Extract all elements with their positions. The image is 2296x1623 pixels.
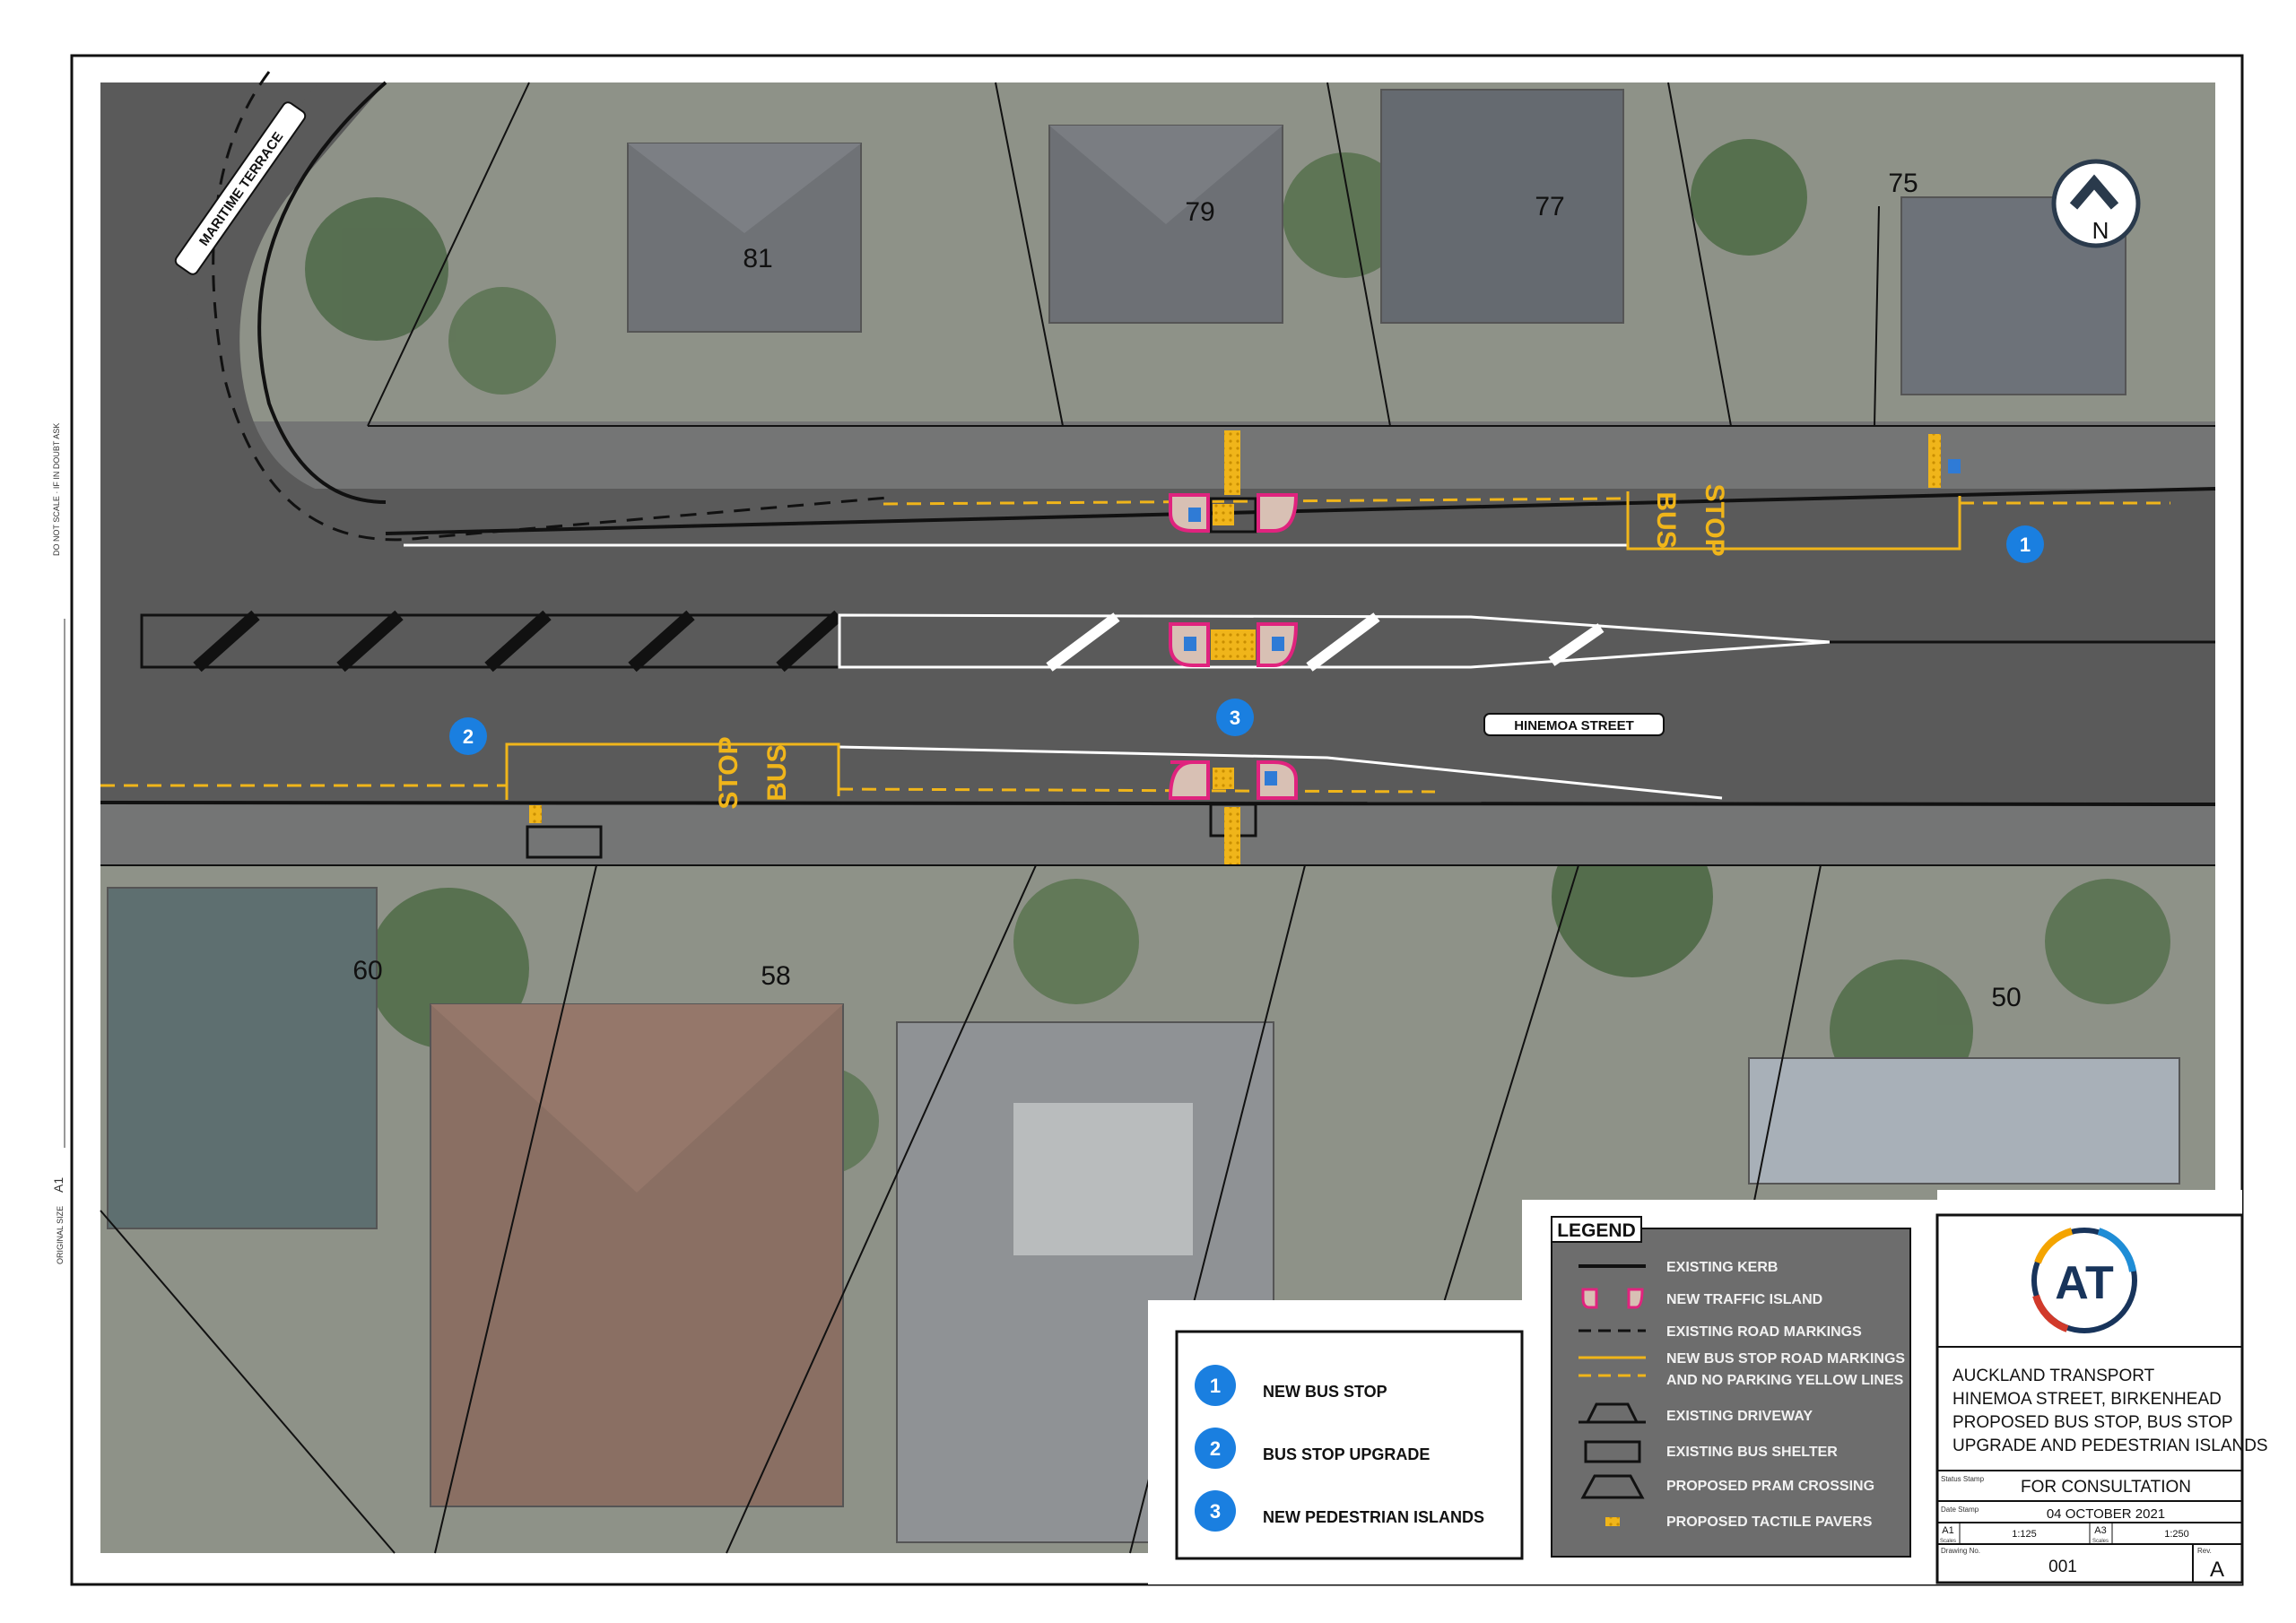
house-roofs — [107, 89, 2180, 1543]
svg-text:NEW BUS STOP ROAD MARKINGS: NEW BUS STOP ROAD MARKINGS — [1666, 1351, 1905, 1367]
svg-text:Date Stamp: Date Stamp — [1941, 1506, 1979, 1514]
key-item-2: 2 BUS STOP UPGRADE — [1195, 1428, 1430, 1469]
bus-stop-1-bus-text: BUS — [1651, 491, 1681, 548]
tactile-pavers-stop-1 — [1928, 434, 1941, 488]
south-edge-line — [838, 745, 1723, 800]
legend-pram-swatch — [1580, 1474, 1645, 1499]
svg-text:3: 3 — [1230, 707, 1240, 729]
lot-60-label: 60 — [352, 956, 382, 985]
svg-text:HINEMOA STREET: HINEMOA STREET — [1514, 718, 1634, 733]
north-arrow-icon: N — [2051, 159, 2141, 248]
svg-text:2: 2 — [1210, 1437, 1221, 1460]
legend-panel: LEGEND EXISTING KERB NEW TRAFFIC ISLAND … — [1551, 1216, 1911, 1558]
south-kerb — [100, 801, 2216, 806]
svg-text:N: N — [2092, 217, 2109, 244]
marker-3: 3 — [1216, 699, 1254, 736]
south-footpath — [100, 803, 2215, 865]
svg-text:PROPOSED TACTILE PAVERS: PROPOSED TACTILE PAVERS — [1666, 1515, 1873, 1530]
date-stamp: 04 OCTOBER 2021 — [2047, 1506, 2165, 1522]
bus-stop-1-markings — [883, 491, 2170, 551]
legend-driveway-swatch — [1578, 1402, 1646, 1424]
svg-text:1: 1 — [1210, 1375, 1221, 1397]
pedestrian-island-north — [1169, 430, 1299, 534]
north-footpath — [100, 421, 2215, 489]
marker-2: 2 — [449, 717, 487, 755]
lot-81-label: 81 — [743, 244, 772, 273]
lot-77-label: 77 — [1535, 192, 1564, 221]
svg-text:PROPOSED PRAM CROSSING: PROPOSED PRAM CROSSING — [1666, 1479, 1874, 1494]
svg-text:1: 1 — [2020, 534, 2031, 556]
marker-1: 1 — [2006, 525, 2044, 563]
svg-text:AT: AT — [2055, 1257, 2114, 1309]
svg-text:Status Stamp: Status Stamp — [1941, 1475, 1985, 1483]
title-line-4: UPGRADE AND PEDESTRIAN ISLANDS — [1952, 1436, 2268, 1455]
bus-stop-2-markings — [100, 742, 1436, 800]
key-item-1: 1 NEW BUS STOP — [1195, 1365, 1387, 1406]
svg-text:EXISTING ROAD MARKINGS: EXISTING ROAD MARKINGS — [1666, 1324, 1862, 1340]
svg-text:BUS STOP UPGRADE: BUS STOP UPGRADE — [1263, 1445, 1430, 1463]
legend-title: LEGEND — [1557, 1220, 1636, 1241]
key-item-3: 3 NEW PEDESTRIAN ISLANDS — [1195, 1490, 1484, 1532]
title-line-2: HINEMOA STREET, BIRKENHEAD — [1952, 1390, 2222, 1409]
title-block: AT AUCKLAND TRANSPORT HINEMOA STREET, BI… — [1935, 1213, 2268, 1584]
bus-stop-1-stop-text: STOP — [1700, 483, 1729, 556]
svg-text:NEW TRAFFIC ISLAND: NEW TRAFFIC ISLAND — [1666, 1292, 1822, 1307]
existing-kerb-corner — [257, 81, 387, 504]
svg-text:AND NO PARKING YELLOW LINES: AND NO PARKING YELLOW LINES — [1666, 1373, 1904, 1388]
svg-text:NEW BUS STOP: NEW BUS STOP — [1263, 1383, 1387, 1401]
sheet-size-a3: A3 — [2094, 1525, 2106, 1536]
lot-79-label: 79 — [1185, 197, 1214, 227]
bus-stop-2-bus-text: BUS — [762, 744, 792, 801]
bus-stop-2-stop-text: STOP — [714, 736, 744, 809]
svg-text:Scales: Scales — [1940, 1539, 1956, 1544]
svg-text:Drawing No.: Drawing No. — [1941, 1547, 1980, 1555]
svg-text:Scales: Scales — [2092, 1539, 2109, 1544]
legend-island-swatch — [1581, 1288, 1644, 1309]
hinemoa-street-label: HINEMOA STREET — [1483, 713, 1665, 736]
flush-median — [140, 610, 2215, 673]
lot-75-label: 75 — [1888, 169, 1918, 198]
lot-50-label: 50 — [1991, 983, 2021, 1012]
drawing-number: 001 — [2048, 1558, 2077, 1576]
svg-text:NEW PEDESTRIAN ISLANDS: NEW PEDESTRIAN ISLANDS — [1263, 1508, 1484, 1526]
bus-stop-1-pole — [1948, 459, 1961, 473]
svg-text:Rev.: Rev. — [2197, 1547, 2212, 1555]
at-logo-icon: AT — [2031, 1228, 2137, 1333]
pedestrian-island-centre — [1169, 622, 1299, 667]
title-line-3: PROPOSED BUS STOP, BUS STOP — [1952, 1413, 2233, 1432]
pedestrian-island-south — [1168, 760, 1298, 864]
existing-bus-shelter — [526, 825, 603, 859]
lot-58-label: 58 — [761, 961, 790, 991]
scale-note: DO NOT SCALE · IF IN DOUBT ASK — [52, 423, 61, 556]
legend-tactile-swatch — [1605, 1517, 1620, 1526]
tactile-pavers-stop-2 — [529, 805, 542, 823]
scale-a1: 1:125 — [2012, 1529, 2037, 1540]
svg-text:2: 2 — [463, 725, 474, 748]
svg-text:EXISTING DRIVEWAY: EXISTING DRIVEWAY — [1666, 1409, 1813, 1424]
svg-text:EXISTING BUS SHELTER: EXISTING BUS SHELTER — [1666, 1445, 1838, 1460]
legend-shelter-swatch — [1584, 1440, 1641, 1463]
svg-text:EXISTING KERB: EXISTING KERB — [1666, 1260, 1778, 1275]
revision: A — [2210, 1558, 2224, 1582]
scale-a3: 1:250 — [2164, 1529, 2189, 1540]
existing-road-markings — [212, 71, 889, 542]
status-stamp: FOR CONSULTATION — [2021, 1478, 2191, 1497]
key-panel: 1 NEW BUS STOP 2 BUS STOP UPGRADE 3 NEW … — [1175, 1330, 1524, 1560]
sheet-size-a1: A1 — [1942, 1525, 1953, 1536]
title-line-1: AUCKLAND TRANSPORT — [1952, 1367, 2155, 1385]
svg-text:3: 3 — [1210, 1500, 1221, 1523]
original-size-label: ORIGINAL SIZE — [56, 1206, 65, 1264]
original-size-code: A1 — [51, 1177, 65, 1193]
north-kerb — [385, 487, 2216, 535]
